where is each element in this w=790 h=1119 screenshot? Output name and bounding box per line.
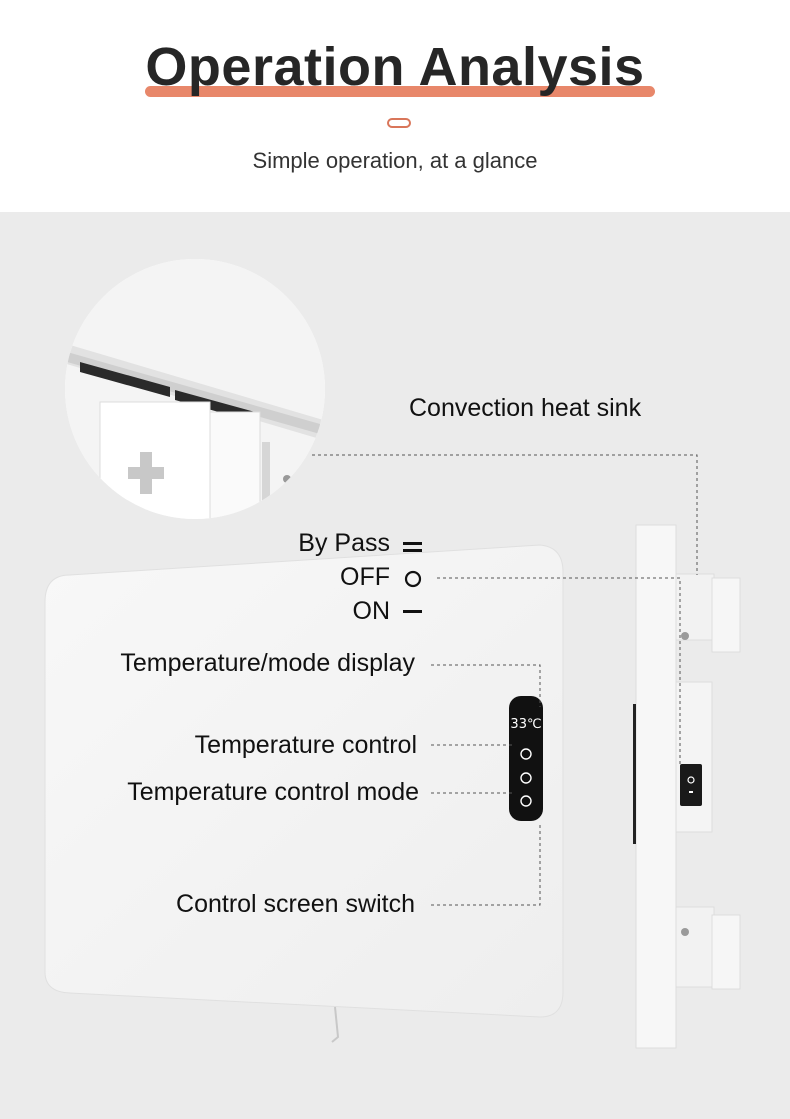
callout-off: OFF <box>340 563 390 591</box>
callout-convection-heat-sink: Convection heat sink <box>409 394 642 422</box>
heat-sink-zoom-circle <box>65 259 325 519</box>
bypass-symbol-icon <box>403 542 422 552</box>
callout-temperature-control: Temperature control <box>194 731 417 759</box>
control-panel: 33℃ <box>509 696 543 821</box>
header-section: Operation Analysis Simple operation, at … <box>0 0 790 212</box>
callout-temperature-display: Temperature/mode display <box>120 649 415 677</box>
off-symbol-icon <box>404 570 422 588</box>
callout-control-screen-switch: Control screen switch <box>176 890 415 918</box>
temperature-readout: 33℃ <box>510 717 541 732</box>
flame-button-icon[interactable] <box>520 772 532 784</box>
callout-bypass: By Pass <box>298 529 390 557</box>
title-block: Operation Analysis <box>0 36 790 106</box>
heater-side-view <box>633 524 741 1049</box>
page-subtitle: Simple operation, at a glance <box>252 148 538 173</box>
decorative-pill-icon <box>387 118 411 128</box>
callout-on: ON <box>352 597 391 625</box>
title-underline <box>145 86 655 97</box>
product-illustration: 33℃ <box>44 259 741 1049</box>
heater-front-panel <box>44 544 564 1018</box>
callout-lines <box>312 454 698 906</box>
rocker-switch-icon[interactable] <box>680 764 702 806</box>
page-title: Operation Analysis <box>145 37 645 97</box>
power-cable <box>331 1006 340 1043</box>
mode-button-icon[interactable] <box>520 748 532 760</box>
power-button-icon[interactable] <box>520 795 532 807</box>
on-symbol-icon <box>403 610 422 613</box>
callout-temperature-control-mode: Temperature control mode <box>127 778 419 806</box>
